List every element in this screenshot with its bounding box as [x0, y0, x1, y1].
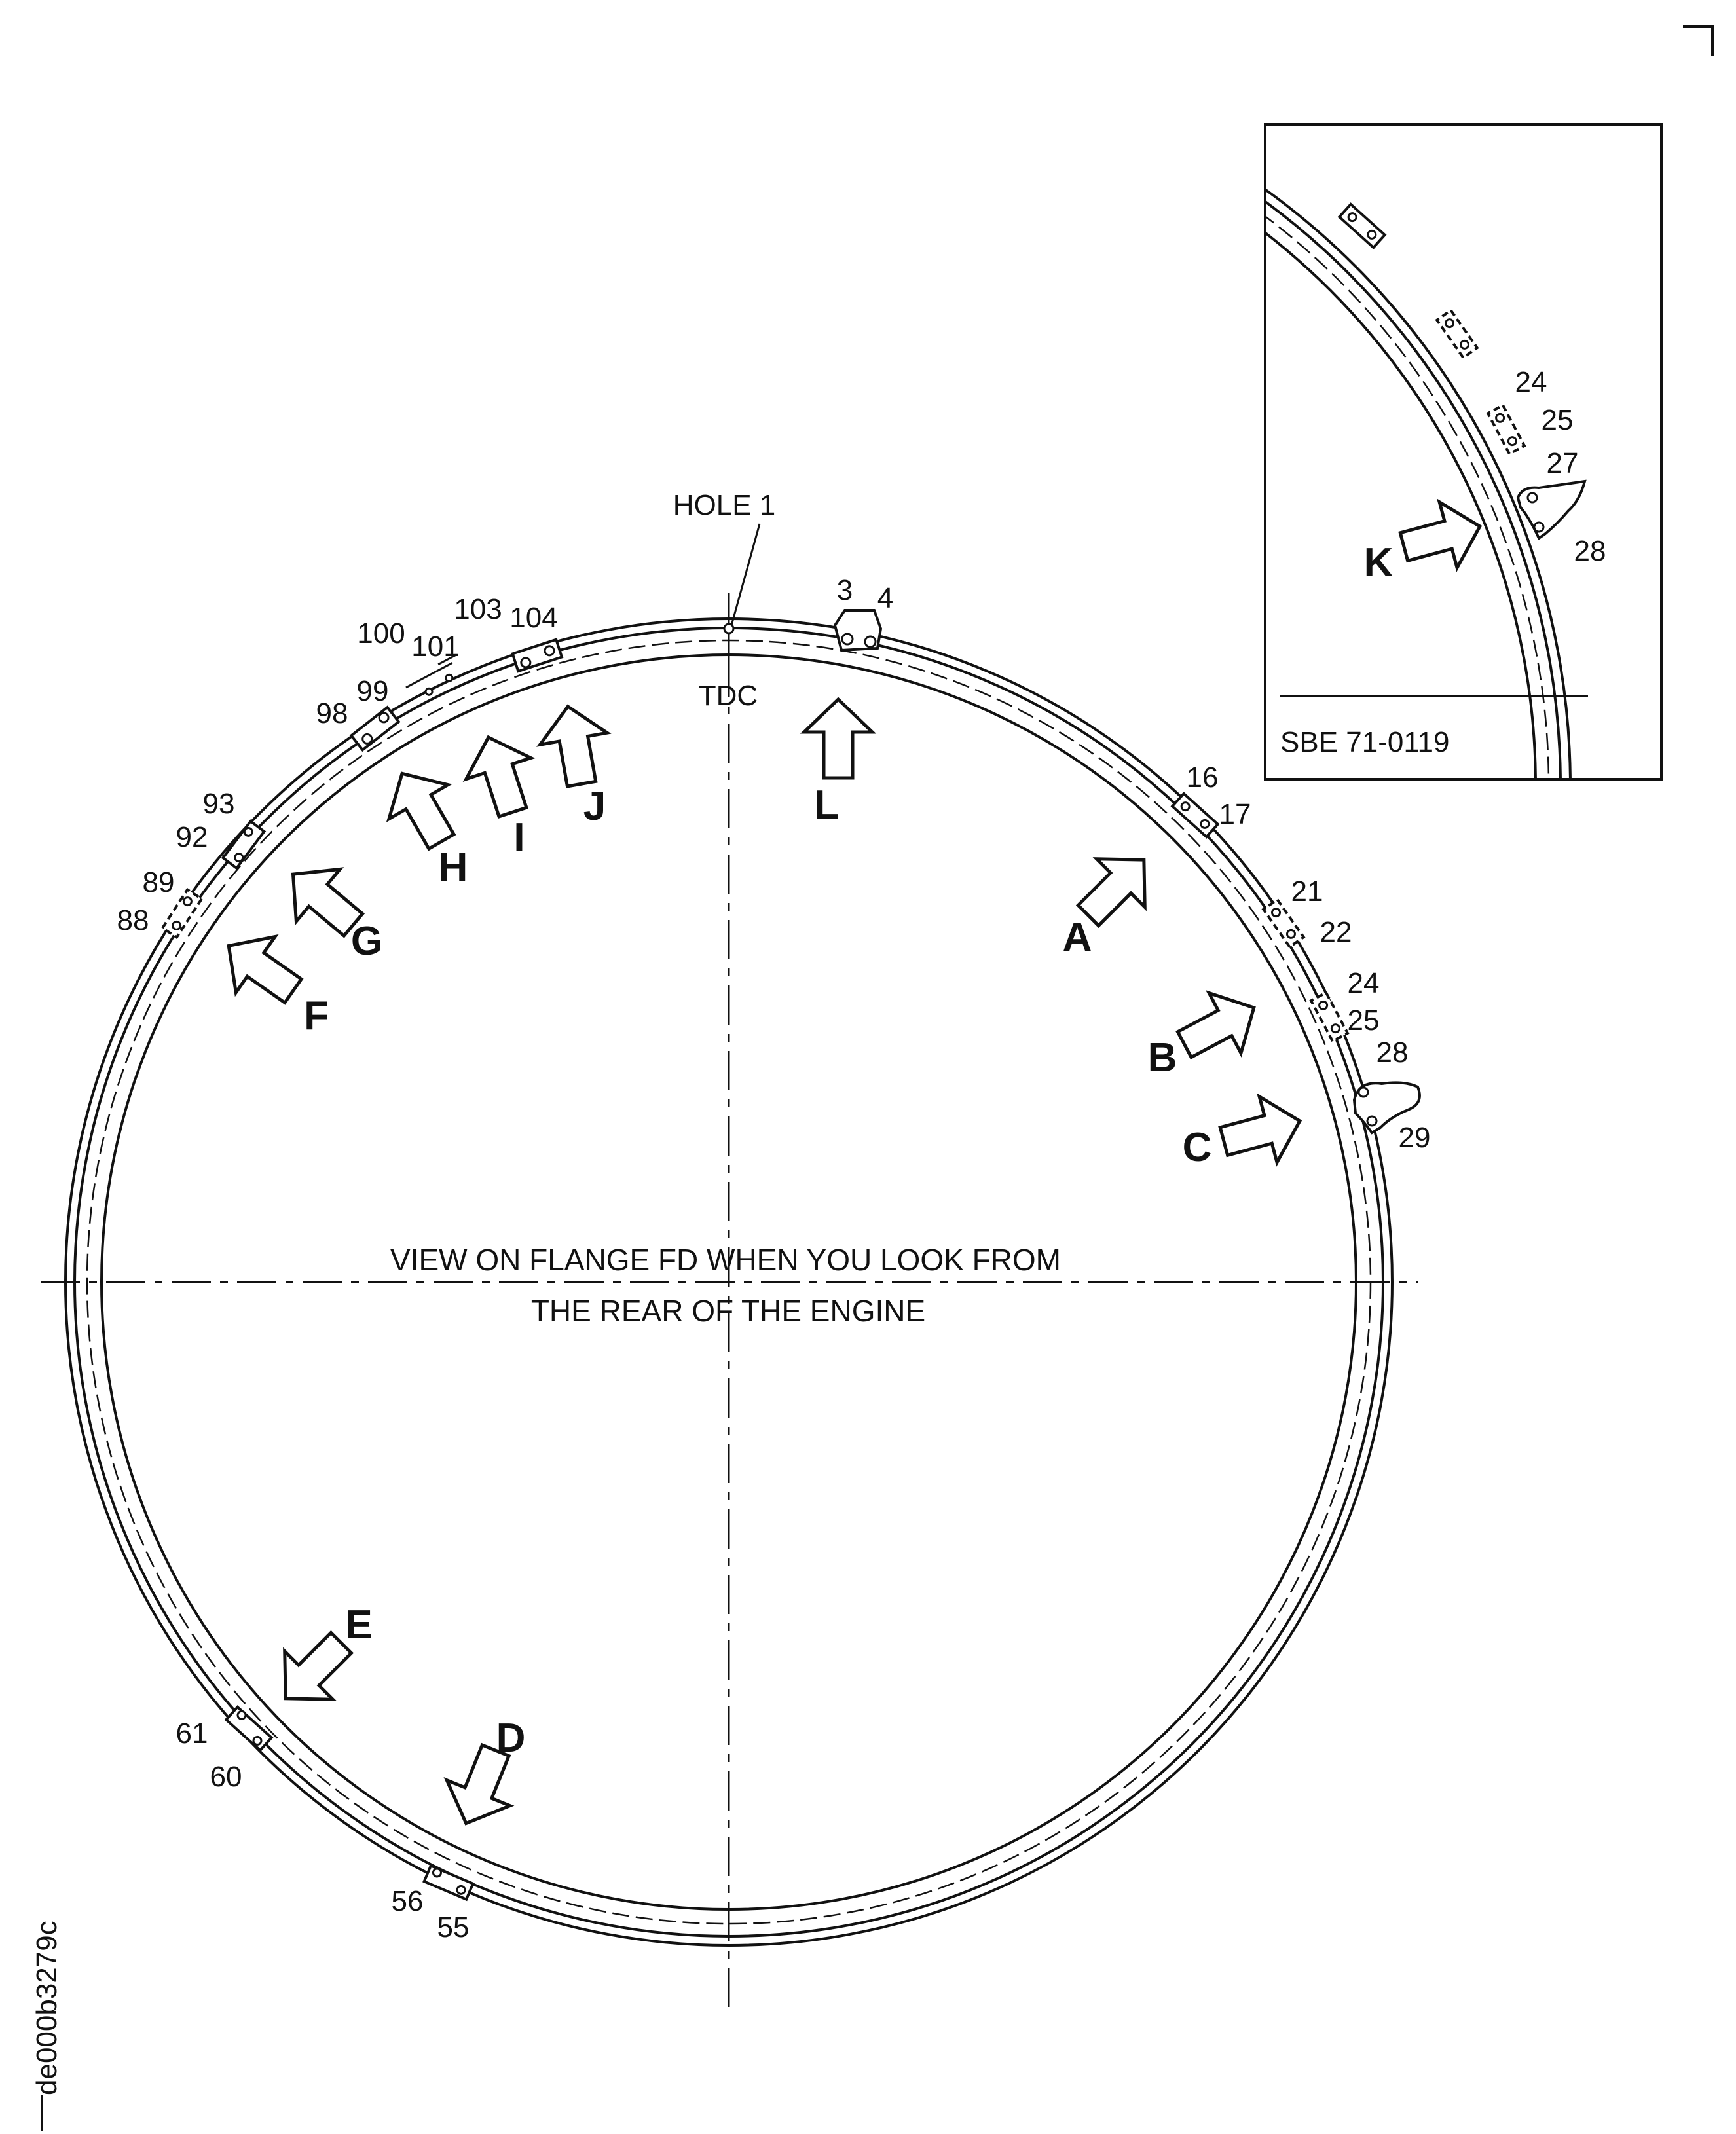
view-arrow-label-H: H: [439, 845, 468, 890]
hole-number-104: 104: [509, 602, 557, 634]
hole-number-100: 100: [357, 617, 405, 650]
inset-hole-number-25: 25: [1542, 404, 1574, 436]
hole-1-marker: [723, 623, 735, 635]
bracket-92-93: [221, 819, 267, 870]
hole-number-98: 98: [316, 697, 348, 729]
view-arrow-C: [1215, 1088, 1309, 1175]
hole-number-56: 56: [392, 1885, 424, 1917]
view-arrow-I: [456, 727, 545, 822]
bracket-3-4: [833, 609, 883, 652]
inset-hole-number-24: 24: [1515, 366, 1547, 398]
view-arrow-label-F: F: [304, 993, 329, 1039]
view-arrow-label-G: G: [351, 919, 382, 964]
view-arrow-label-E: E: [345, 1602, 372, 1647]
view-arrow-H: [373, 756, 471, 858]
hole-number-3: 3: [837, 574, 853, 606]
view-arrow-label-K: K: [1364, 540, 1394, 585]
tdc-label: TDC: [699, 680, 758, 712]
hole-number-93: 93: [203, 788, 235, 820]
inset-panel: [1264, 123, 1663, 781]
inset-hole-number-28: 28: [1574, 535, 1606, 567]
hole-number-22: 22: [1320, 916, 1352, 948]
inset-hole-number-27: 27: [1547, 447, 1579, 479]
hole-number-25: 25: [1348, 1004, 1380, 1037]
view-arrow-label-B: B: [1148, 1035, 1177, 1080]
bracket-60-61: [224, 1705, 274, 1752]
hole-number-60: 60: [210, 1761, 242, 1793]
hole-number-24: 24: [1348, 967, 1380, 999]
view-arrow-J: [534, 701, 615, 790]
hole-number-29: 29: [1399, 1122, 1431, 1154]
bracket-55-56: [422, 1864, 475, 1902]
hole-number-99: 99: [357, 675, 389, 707]
figure-id: de000b3279c: [31, 1921, 63, 2095]
bracket-98-99: [349, 705, 401, 752]
view-arrow-label-C: C: [1183, 1125, 1212, 1170]
hole-number-17: 17: [1219, 798, 1251, 830]
bracket-88-89: [160, 887, 204, 940]
hole-1-leader: [730, 523, 761, 626]
view-arrow-label-I: I: [513, 815, 525, 860]
hole-1-label: HOLE 1: [673, 489, 776, 521]
hole-number-89: 89: [143, 866, 175, 898]
inset-reference: SBE 71-0119: [1280, 726, 1449, 758]
bracket-100-101: [405, 653, 458, 696]
view-arrow-B: [1168, 978, 1270, 1075]
bracket-24-25: [1309, 991, 1350, 1043]
bracket-21-22: [1261, 898, 1306, 949]
hole-number-28: 28: [1376, 1037, 1409, 1069]
view-arrow-label-J: J: [583, 784, 606, 829]
view-arrow-label-L: L: [814, 782, 839, 828]
hole-number-21: 21: [1291, 875, 1323, 908]
bracket-103-104: [511, 638, 564, 673]
view-title-line-2: THE REAR OF THE ENGINE: [531, 1294, 925, 1328]
view-arrow-K: [1395, 494, 1489, 580]
bracket-16-17: [1170, 792, 1220, 839]
bracket-28-29: [1352, 1081, 1421, 1135]
view-arrow-F: [209, 918, 312, 1019]
view-arrow-label-D: D: [496, 1716, 526, 1761]
hole-number-4: 4: [877, 582, 893, 614]
hole-number-101: 101: [411, 631, 459, 663]
hole-number-16: 16: [1187, 762, 1219, 794]
hole-number-61: 61: [176, 1718, 208, 1750]
hole-number-103: 103: [454, 593, 502, 625]
corner-mark-top-right: [1683, 25, 1714, 56]
hole-number-55: 55: [437, 1911, 470, 1943]
hole-number-88: 88: [117, 904, 149, 936]
view-title-line-1: VIEW ON FLANGE FD WHEN YOU LOOK FROM: [390, 1243, 1061, 1277]
view-arrow-label-A: A: [1063, 915, 1092, 960]
hole-number-92: 92: [176, 821, 208, 853]
view-arrow-L: [804, 699, 872, 778]
